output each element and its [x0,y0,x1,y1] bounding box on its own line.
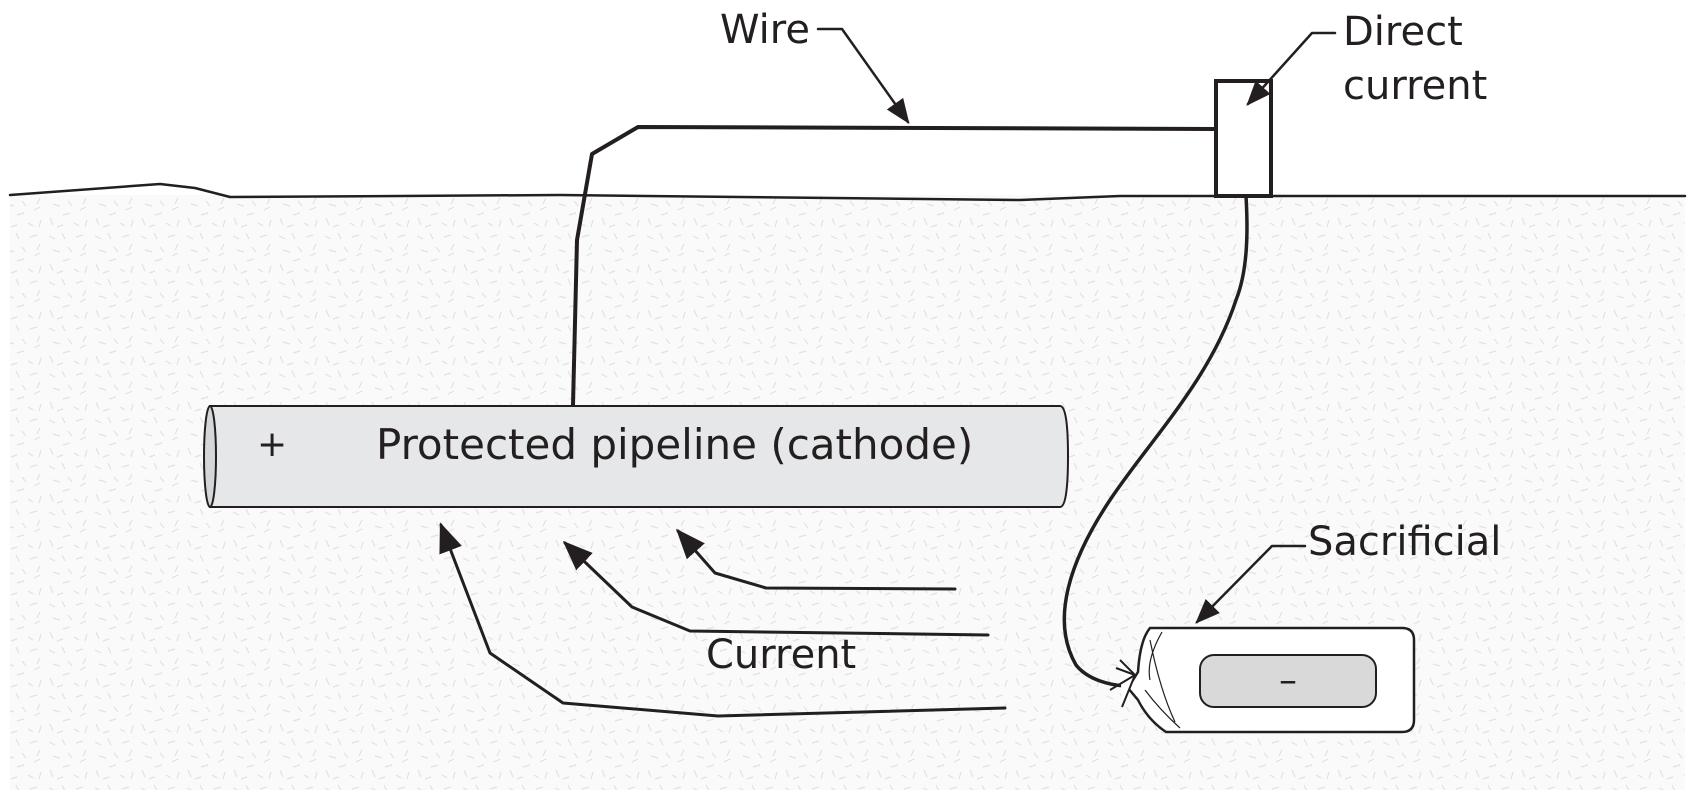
direct-current-label-line1: Direct [1343,9,1463,55]
current-arrow-1 [439,522,1007,718]
sacrificial-leader [1195,544,1307,624]
current-arrow-2 [562,540,990,637]
minus-sign: – [1279,660,1297,701]
pipeline-end [203,405,217,508]
direct-current-leader [1246,31,1337,106]
anode-bag-folds [1144,631,1181,729]
bag-tie [1109,659,1137,708]
pipeline-body [209,405,1070,508]
direct-current-label-line2: current [1343,63,1487,109]
wire-leader [816,27,910,125]
pipeline-label: Protected pipeline (cathode) [376,420,973,469]
wire-label: Wire [720,7,810,53]
direct-current-box [1214,79,1273,198]
current-label: Current [706,632,856,678]
ground-line [8,182,1687,202]
anode-wire [1062,194,1249,688]
sacrificial-label: Sacrificial [1308,519,1501,565]
plus-sign: + [257,424,287,465]
wire [571,125,1218,407]
current-arrow-3 [676,528,957,591]
anode-core [1199,654,1377,708]
